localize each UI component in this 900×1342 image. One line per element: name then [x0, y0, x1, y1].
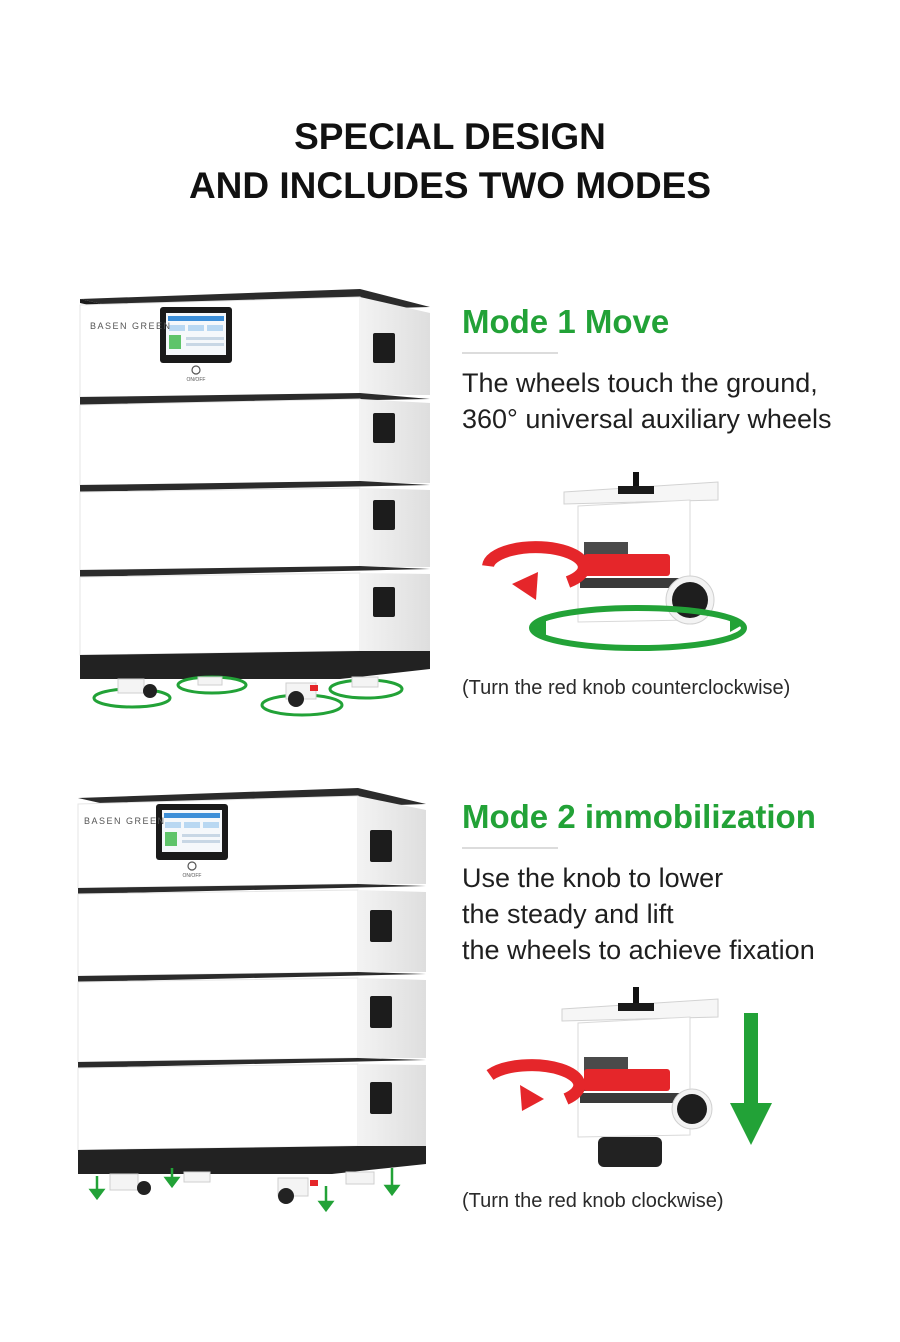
caster-detail-immobilization	[486, 987, 772, 1167]
brand-logo: BASEN GREEN	[90, 321, 172, 331]
headline-line-2: AND INCLUDES TWO MODES	[188, 165, 712, 206]
handle-icon	[370, 830, 392, 862]
handle-icon	[373, 587, 395, 617]
headline-line-1: SPECIAL DESIGN	[294, 116, 606, 157]
power-button-icon	[191, 365, 201, 375]
caster-wheel	[260, 682, 344, 717]
power-button-icon	[187, 861, 197, 871]
mode-1-note: (Turn the red knob counterclockwise)	[462, 677, 791, 699]
caster-wheel	[183, 1171, 211, 1183]
page-headline: SPECIAL DESIGN AND INCLUDES TWO MODES	[0, 112, 900, 210]
handle-icon	[373, 500, 395, 530]
mode-2-description-line: Use the knob to lower	[462, 863, 724, 893]
battery-cabinet-immobilization-illustration: ON/OFF BASEN GREEN	[77, 788, 426, 1213]
handle-icon	[370, 996, 392, 1028]
brand-logo: BASEN GREEN	[84, 816, 166, 826]
handle-icon	[373, 413, 395, 443]
mode-2-description-line: the wheels to achieve fixation	[462, 935, 815, 965]
handle-icon	[370, 1082, 392, 1114]
battery-cabinet-move-illustration: ON/OFF BASEN GREEN	[79, 289, 430, 717]
arrow-down-icon	[730, 1013, 772, 1145]
arrow-down-icon	[383, 1168, 401, 1197]
mode-1-description-line: The wheels touch the ground,	[462, 368, 818, 398]
caster-detail-move	[482, 472, 747, 651]
caster-wheel	[328, 676, 404, 700]
arrow-down-icon	[88, 1176, 106, 1201]
power-label: ON/OFF	[187, 377, 206, 383]
caster-wheel	[92, 678, 172, 709]
caster-wheel	[277, 1177, 318, 1204]
mode-1-section: ON/OFF BASEN GREEN Mode 1 Move The wheel…	[0, 285, 900, 725]
mode-1-title: Mode 1 Move	[462, 303, 670, 340]
caster-wheel	[109, 1173, 151, 1195]
red-knob	[584, 1069, 670, 1091]
rotate-clockwise-icon	[486, 1059, 586, 1111]
caster-wheel	[345, 1171, 375, 1185]
rotate-counterclockwise-icon	[482, 541, 590, 600]
mode-2-note: (Turn the red knob clockwise)	[462, 1190, 724, 1212]
mode-2-section: ON/OFF BASEN GREEN	[0, 780, 900, 1220]
touch-display	[160, 307, 232, 363]
mode-2-description-line: the steady and lift	[462, 899, 674, 929]
mode-1-description-line: 360° universal auxiliary wheels	[462, 404, 832, 434]
red-knob	[584, 554, 670, 576]
arrow-down-icon	[163, 1168, 181, 1189]
power-label: ON/OFF	[183, 873, 202, 879]
mode-1-description: The wheels touch the ground, 360° univer…	[462, 365, 831, 437]
mode-2-title: Mode 2 immobilization	[462, 798, 816, 835]
arrow-down-icon	[317, 1186, 335, 1213]
handle-icon	[370, 910, 392, 942]
mode-2-divider	[462, 847, 558, 849]
handle-icon	[373, 333, 395, 363]
mode-1-divider	[462, 352, 558, 354]
caster-wheel	[176, 675, 248, 695]
rotate-360-icon	[529, 605, 747, 651]
touch-display	[156, 804, 228, 860]
mode-2-description: Use the knob to lower the steady and lif…	[462, 860, 815, 968]
